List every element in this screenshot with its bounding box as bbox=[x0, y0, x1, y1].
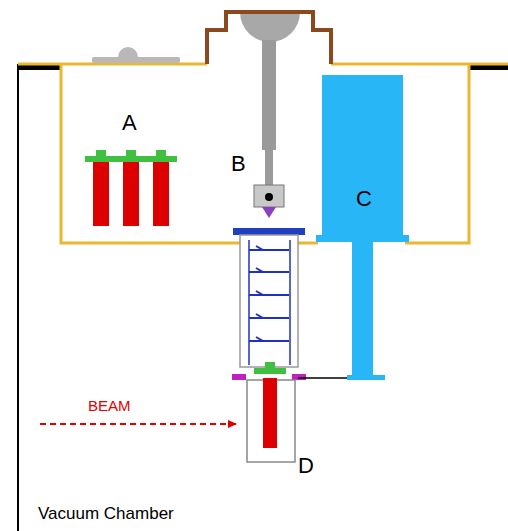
beam-arrow bbox=[40, 423, 236, 425]
bellows-rungs bbox=[249, 246, 289, 341]
callout-letter: D bbox=[298, 455, 314, 477]
gripper-tip bbox=[262, 207, 276, 218]
sample-cartridges bbox=[85, 150, 177, 226]
link-wire bbox=[298, 377, 347, 379]
pump-body bbox=[322, 75, 403, 235]
callout-letter: B bbox=[231, 153, 246, 175]
top-plate bbox=[468, 65, 508, 70]
pump-flange bbox=[316, 235, 409, 242]
manipulator-rod bbox=[265, 150, 273, 185]
lid-edge bbox=[331, 63, 508, 66]
manipulator-rod bbox=[262, 40, 276, 150]
chamber-wall bbox=[17, 64, 19, 531]
pivot bbox=[265, 193, 273, 201]
callout-letter: C bbox=[356, 188, 372, 210]
pump-stem bbox=[352, 242, 373, 376]
pump-foot bbox=[347, 375, 385, 380]
sample-rod bbox=[263, 378, 277, 448]
holder-flange bbox=[232, 374, 246, 380]
dome bbox=[118, 47, 138, 57]
sample-cap bbox=[265, 362, 275, 368]
top-plate bbox=[18, 65, 62, 70]
callout-letter: A bbox=[122, 112, 137, 134]
holder-flange bbox=[292, 374, 306, 380]
lid-cap bbox=[207, 12, 331, 64]
flange bbox=[233, 228, 305, 235]
sample-cap bbox=[254, 368, 286, 374]
beam-label: BEAM bbox=[88, 398, 131, 413]
chamber-label: Vacuum Chamber bbox=[38, 505, 174, 522]
manipulator-sphere bbox=[240, 12, 300, 42]
transfer-tube bbox=[240, 235, 298, 367]
dome-base bbox=[92, 57, 180, 63]
gripper-box bbox=[254, 185, 284, 207]
bellows bbox=[249, 240, 290, 365]
